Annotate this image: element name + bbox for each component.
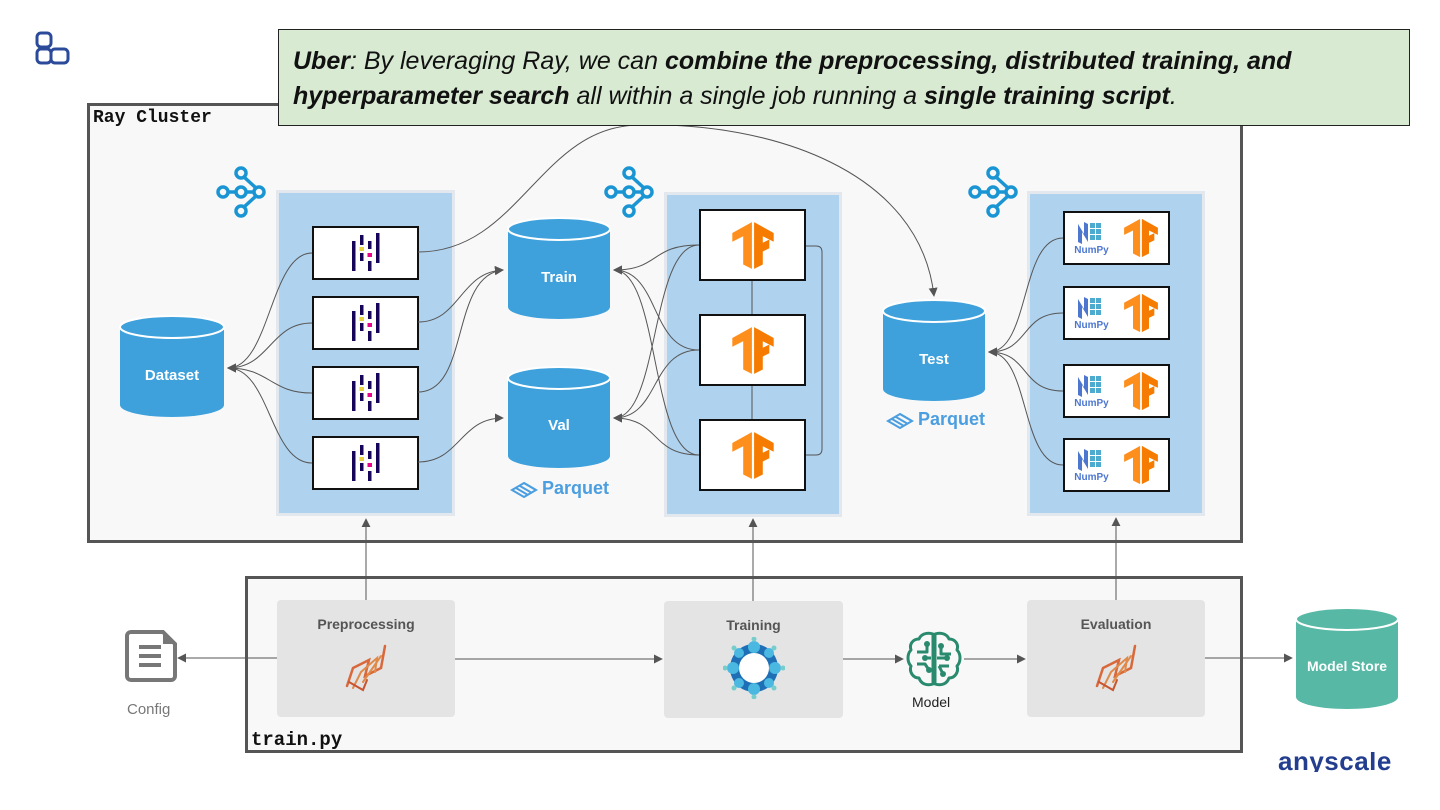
test-label: Test <box>919 351 949 368</box>
ray-network-icon <box>216 166 266 218</box>
horovod-icon <box>722 636 785 700</box>
numpy-icon <box>1078 375 1102 397</box>
val-cylinder[interactable]: Val <box>507 366 611 470</box>
stage-evaluation[interactable]: Evaluation <box>1027 600 1205 717</box>
tensorflow-icon <box>1123 445 1158 485</box>
tensorflow-icon <box>1123 293 1158 333</box>
dask-icon <box>1095 644 1137 692</box>
numpy-icon <box>1078 297 1102 319</box>
database-icon <box>507 366 611 468</box>
stage-title: Preprocessing <box>317 616 415 632</box>
numpy-logo: NumPy <box>1074 295 1109 331</box>
train-cylinder[interactable]: Train <box>507 217 611 321</box>
eval-worker[interactable]: NumPy <box>1063 438 1170 492</box>
quote-body: : By leveraging Ray, we can combine the … <box>293 47 1291 110</box>
preprocess-worker[interactable] <box>312 226 419 280</box>
numpy-logo: NumPy <box>1074 373 1109 409</box>
numpy-label: NumPy <box>1074 320 1109 331</box>
database-icon <box>119 315 225 417</box>
ray-network-icon <box>604 166 654 218</box>
numpy-logo: NumPy <box>1074 220 1109 256</box>
stage-title: Evaluation <box>1080 616 1152 632</box>
config-label: Config <box>127 701 171 718</box>
numpy-icon <box>1078 449 1102 471</box>
tensorflow-icon <box>731 431 774 479</box>
quote-text: . <box>1169 82 1177 110</box>
database-icon <box>882 299 986 401</box>
parquet-icon <box>510 481 538 498</box>
quote-emphasis: combine the preprocessing, distributed t… <box>293 47 1292 110</box>
eval-worker[interactable]: NumPy <box>1063 286 1170 340</box>
config-file-icon[interactable] <box>125 630 177 682</box>
quote-text: : By leveraging Ray, we can <box>349 47 665 75</box>
preprocess-worker[interactable] <box>312 436 419 490</box>
parquet-label: Parquet <box>918 409 986 429</box>
preprocess-worker[interactable] <box>312 296 419 350</box>
dataset-label: Dataset <box>144 367 200 384</box>
pandas-icon <box>351 373 379 411</box>
quote-emphasis: single training script <box>923 82 1170 110</box>
numpy-logo: NumPy <box>1074 447 1109 483</box>
numpy-icon <box>1078 222 1102 244</box>
preprocess-worker[interactable] <box>312 366 419 420</box>
database-icon <box>1295 607 1399 709</box>
train-worker[interactable] <box>699 419 806 491</box>
slide-logo-icon <box>35 31 70 65</box>
stage-title: Training <box>726 617 781 633</box>
numpy-label: NumPy <box>1074 245 1109 256</box>
train-label: Train <box>541 269 577 286</box>
ray-network-icon <box>968 166 1018 218</box>
dataset-cylinder[interactable]: Dataset <box>119 315 225 419</box>
parquet-icon <box>886 412 914 429</box>
quote-banner: Uber: By leveraging Ray, we can combine … <box>278 29 1410 126</box>
anyscale-logo: anyscale <box>1278 752 1392 772</box>
model-store-cylinder[interactable]: Model Store <box>1295 607 1399 711</box>
train-worker[interactable] <box>699 209 806 281</box>
tensorflow-icon <box>1123 218 1158 258</box>
pandas-icon <box>351 303 379 341</box>
pandas-icon <box>351 443 379 481</box>
model-brain-icon[interactable] <box>905 630 963 688</box>
train-worker[interactable] <box>699 314 806 386</box>
ray-cluster-label: Ray Cluster <box>93 108 212 128</box>
stage-preprocessing[interactable]: Preprocessing <box>277 600 455 717</box>
tensorflow-icon <box>731 326 774 374</box>
stage-training[interactable]: Training <box>664 601 843 718</box>
quote-speaker: Uber <box>293 47 350 75</box>
numpy-label: NumPy <box>1074 398 1109 409</box>
parquet-logo-test: Parquet <box>886 409 985 430</box>
tensorflow-icon <box>1123 371 1158 411</box>
eval-worker[interactable]: NumPy <box>1063 211 1170 265</box>
train-script-label: train.py <box>251 729 343 751</box>
tensorflow-icon <box>731 221 774 269</box>
test-cylinder[interactable]: Test <box>882 299 986 403</box>
model-store-label: Model Store <box>1306 658 1388 674</box>
eval-worker[interactable]: NumPy <box>1063 364 1170 418</box>
pandas-icon <box>351 233 379 271</box>
parquet-label: Parquet <box>542 478 610 498</box>
model-label: Model <box>912 694 951 710</box>
dask-icon <box>345 644 387 692</box>
numpy-label: NumPy <box>1074 472 1109 483</box>
val-label: Val <box>548 417 570 434</box>
parquet-logo-val: Parquet <box>510 478 609 499</box>
quote-text: all within a single job running a <box>569 82 924 110</box>
